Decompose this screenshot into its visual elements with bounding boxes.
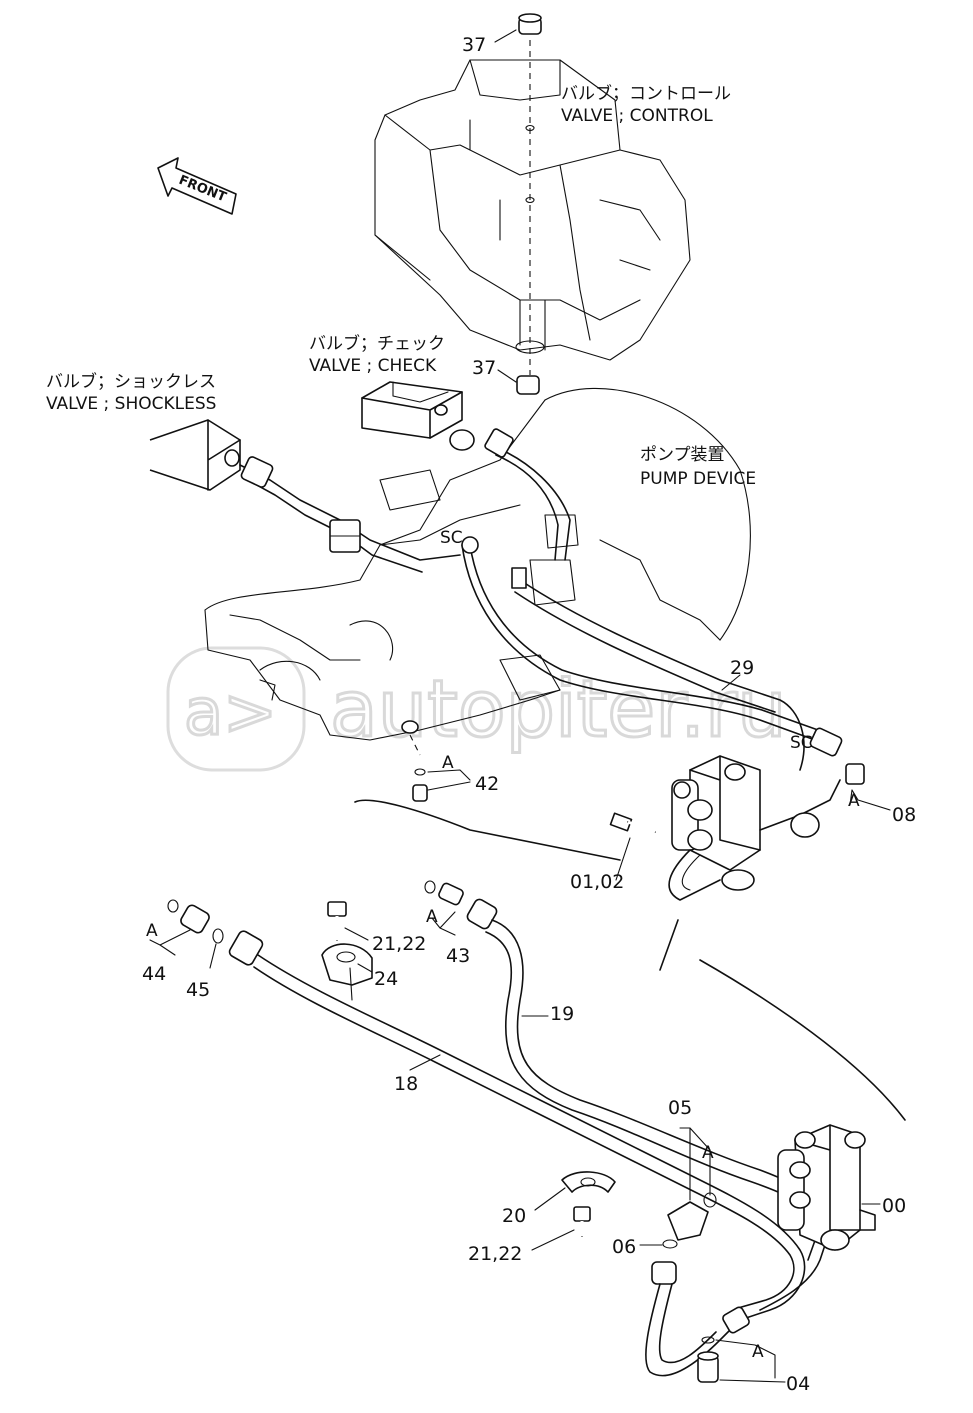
- leader-05: [679, 1127, 711, 1201]
- part-label-sc-2: SC: [790, 733, 813, 753]
- leader-21-22-top: [344, 927, 369, 941]
- fitting-04: [697, 1336, 719, 1383]
- part-label-29: 29: [730, 657, 754, 679]
- leader-21-22-bottom: [531, 1229, 575, 1251]
- check-valve-body: [361, 381, 463, 439]
- leader-43: [431, 911, 456, 936]
- clamp-20: [561, 1171, 616, 1193]
- shockless-valve-body: [149, 419, 241, 491]
- bolt-01-02: [609, 812, 656, 834]
- gear-pump-lower: [777, 1124, 876, 1251]
- part-label-sc-1: SC: [440, 528, 463, 548]
- leader-08: [849, 789, 891, 811]
- hose-lower-loop: [645, 1261, 750, 1377]
- leader-29: [721, 674, 741, 691]
- part-label-37-bottom: 37: [472, 357, 496, 379]
- part-label-43: 43: [446, 945, 470, 967]
- watermark: a> autopiter.ru: [166, 646, 788, 772]
- section-separator: [354, 799, 906, 1121]
- part-label-06: 06: [612, 1236, 636, 1258]
- control-valve-outline: [374, 59, 691, 361]
- clamp-24: [321, 943, 373, 1001]
- control-valve-label-jp: バルブ；コントロール: [561, 83, 731, 104]
- part-label-24: 24: [374, 968, 398, 990]
- control-valve-centerline: [525, 40, 535, 375]
- shockless-valve-label-en: VALVE ; SHOCKLESS: [46, 394, 216, 414]
- part-label-21-22-bottom: 21,22: [468, 1243, 522, 1265]
- plug-37-bottom: [497, 369, 540, 395]
- part-label-05: 05: [668, 1097, 692, 1119]
- fitting-43: [424, 880, 464, 906]
- svg-text:a>: a>: [184, 676, 277, 750]
- part-label-a-05: A: [702, 1143, 714, 1163]
- leader-18: [409, 1054, 441, 1071]
- fitting-29-end: [809, 727, 865, 785]
- part-label-a-04: A: [752, 1342, 764, 1362]
- leader-42: [427, 769, 471, 791]
- part-label-04: 04: [786, 1373, 810, 1395]
- leader-44: [149, 929, 191, 956]
- gear-pump-upper: [668, 755, 841, 901]
- part-label-37-top: 37: [462, 34, 486, 56]
- leader-04: [715, 1339, 786, 1383]
- check-valve-label-en: VALVE ; CHECK: [309, 356, 437, 376]
- part-label-a-43: A: [426, 907, 438, 927]
- hose-18: [228, 930, 806, 1321]
- part-label-a-44: A: [146, 921, 158, 941]
- part-label-44: 44: [142, 963, 166, 985]
- part-label-a-08: A: [848, 791, 860, 811]
- leader-01-02: [615, 837, 631, 881]
- check-valve-label-jp: バルブ；チェック: [309, 333, 445, 354]
- plug-37-top: [494, 13, 542, 43]
- elbow-05: [662, 1192, 717, 1249]
- plug-42: [401, 720, 428, 802]
- pump-device-outline: [204, 387, 751, 741]
- pump-device-label-en: PUMP DEVICE: [640, 469, 756, 489]
- part-label-18: 18: [394, 1073, 418, 1095]
- control-valve-label-en: VALVE ; CONTROL: [561, 106, 713, 126]
- part-label-00: 00: [882, 1195, 906, 1217]
- pump-device-label-jp: ポンプ装置: [640, 445, 725, 465]
- part-label-42: 42: [475, 773, 499, 795]
- leader-45: [209, 943, 217, 969]
- part-label-01-02: 01,02: [570, 871, 624, 893]
- part-label-a-42: A: [442, 753, 454, 773]
- shockless-valve-label-jp: バルブ；ショックレス: [46, 371, 216, 392]
- part-label-20: 20: [502, 1205, 526, 1227]
- part-label-08: 08: [892, 804, 916, 826]
- bolt-21-22-top: [327, 901, 347, 941]
- leader-24: [357, 963, 373, 973]
- fitting-44: [167, 899, 224, 944]
- front-arrow: FRONT: [157, 157, 237, 215]
- bolt-21-22-bottom: [573, 1206, 591, 1237]
- part-label-45: 45: [186, 979, 210, 1001]
- upper-fittings: [240, 428, 527, 589]
- part-label-21-22-top: 21,22: [372, 933, 426, 955]
- leader-20: [534, 1187, 566, 1211]
- part-label-19: 19: [550, 1003, 574, 1025]
